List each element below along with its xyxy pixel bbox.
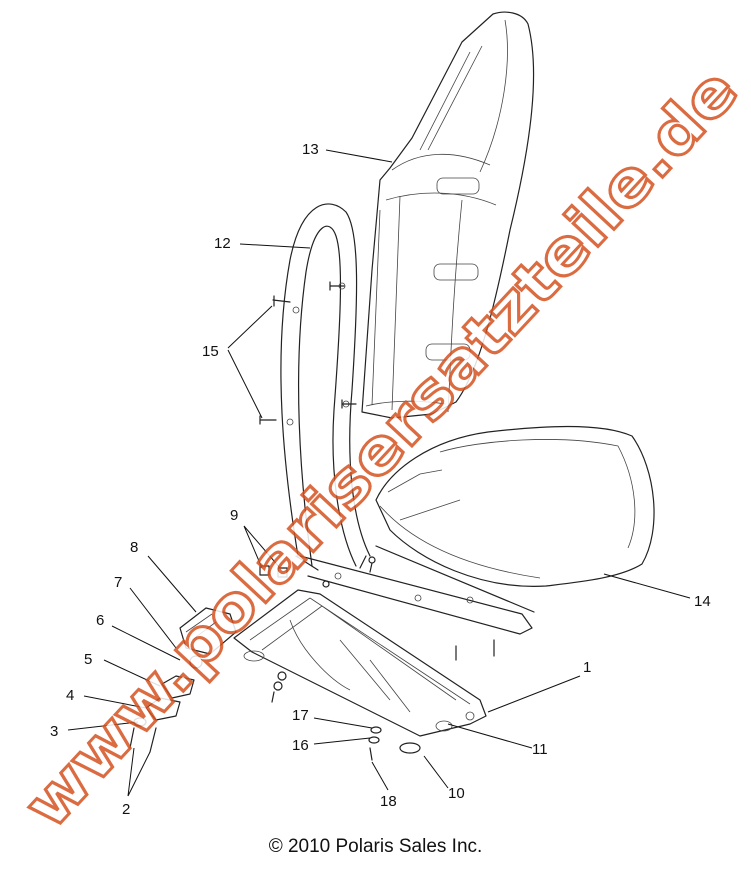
callout-1: 1 [583, 659, 591, 676]
callout-labels: 1 2 3 4 5 6 7 8 9 10 11 12 13 14 15 16 1… [50, 141, 711, 818]
callout-6: 6 [96, 612, 104, 629]
callout-7: 7 [114, 574, 122, 591]
callout-17: 17 [292, 707, 309, 724]
callout-10: 10 [448, 785, 465, 802]
callout-18: 18 [380, 793, 397, 810]
callout-3: 3 [50, 723, 58, 740]
copyright-notice: © 2010 Polaris Sales Inc. [268, 836, 483, 857]
callout-16: 16 [292, 737, 309, 754]
callout-13: 13 [302, 141, 319, 158]
seat-base-slider [233, 589, 487, 737]
callout-4: 4 [66, 687, 74, 704]
leader-lines [67, 149, 691, 797]
callout-11: 11 [532, 741, 548, 758]
callout-9: 9 [230, 507, 238, 524]
callout-12: 12 [214, 235, 231, 252]
callout-2: 2 [122, 801, 130, 818]
hinge-bracket-assembly [133, 607, 237, 727]
seat-back-cushion [361, 11, 535, 419]
callout-8: 8 [130, 539, 138, 556]
callout-15: 15 [202, 343, 219, 360]
seat-bottom-cushion [375, 425, 655, 587]
callout-5: 5 [84, 651, 92, 668]
hardware [129, 281, 495, 761]
callout-14: 14 [694, 593, 711, 610]
